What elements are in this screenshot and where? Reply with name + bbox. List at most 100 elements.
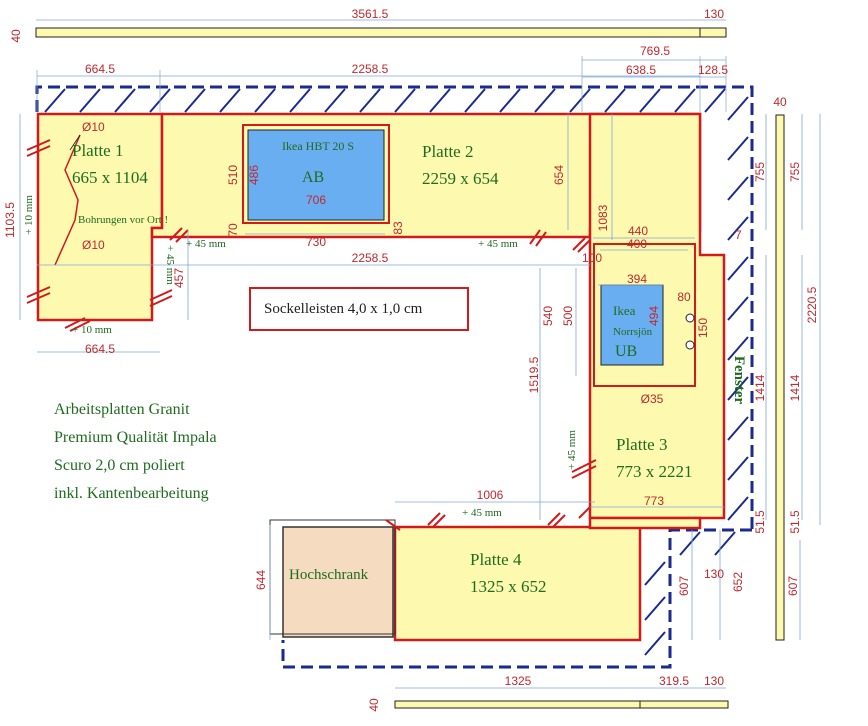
sink-cabinet	[593, 243, 696, 387]
tall-cabinet	[282, 526, 394, 638]
plate-4-size: 1325 x 652	[470, 577, 547, 596]
sink-name-1: Ikea	[613, 303, 636, 318]
dim-652: 652	[731, 572, 745, 592]
window-label: Fenster	[731, 356, 747, 405]
dim-83: 83	[391, 221, 405, 235]
description-line-1: Arbeitsplatten Granit	[54, 401, 190, 418]
dim-540: 540	[541, 306, 555, 326]
tall-cabinet-label: Hochschrank	[289, 567, 369, 583]
dim-80: 80	[677, 290, 691, 304]
top-strip	[35, 27, 701, 38]
description-line-3: Scuro 2,0 cm poliert	[54, 457, 185, 474]
plate-2-name: Platte 2	[422, 142, 473, 161]
dim-130-bottom: 130	[704, 674, 724, 688]
dim-500: 500	[561, 306, 575, 326]
sockel-label: Sockelleisten 4,0 x 1,0 cm	[264, 301, 423, 317]
seam-marks	[26, 139, 597, 531]
dim-1414-b: 1414	[788, 374, 802, 401]
dim-d10-b: Ø10	[82, 238, 105, 252]
hob-cutout	[242, 124, 390, 224]
edge-note-2: + 45 mm	[478, 238, 518, 250]
plate-3-lower	[588, 516, 702, 530]
plate-3-size: 773 x 2221	[616, 462, 693, 481]
right-strip	[775, 114, 785, 641]
sockel-box	[249, 287, 469, 331]
dim-1414-a: 1414	[753, 374, 767, 401]
sink	[600, 284, 664, 366]
dim-755-b: 755	[788, 162, 802, 182]
dim-400: 400	[627, 237, 647, 251]
hob-name: Ikea HBT 20 S	[282, 139, 354, 153]
dim-755-a: 755	[753, 162, 767, 182]
dim-664-bot: 664.5	[85, 342, 115, 356]
dim-150: 150	[696, 318, 710, 338]
dim-2258-mid: 2258.5	[352, 251, 389, 265]
dim-706: 706	[306, 193, 326, 207]
dim-394: 394	[627, 272, 647, 286]
dim-644: 644	[254, 570, 268, 590]
plate-3-name: Platte 3	[616, 435, 667, 454]
dim-486: 486	[247, 165, 261, 185]
hob	[247, 129, 385, 221]
plate-1-size: 665 x 1104	[72, 168, 148, 187]
dim-top-130: 130	[704, 7, 724, 21]
dim-bottom-40: 40	[367, 698, 381, 712]
tap-hole-2	[685, 340, 695, 350]
drill-note: Bohrungen vor Ort !	[78, 214, 168, 226]
dim-664-top: 664.5	[85, 62, 115, 76]
dim-40-right: 40	[773, 95, 787, 109]
dim-2220: 2220.5	[805, 286, 819, 323]
edge-note-4: + 45 mm	[566, 430, 578, 470]
edge-note-7: + 10 mm	[72, 324, 112, 336]
sink-name-2: Norrsjön	[613, 326, 653, 338]
plate-2-size: 2259 x 654	[422, 169, 499, 188]
edge-note-3: + 45 mm	[164, 245, 176, 285]
dim-100: 100	[582, 251, 602, 265]
dim-d10-a: Ø10	[82, 120, 105, 134]
dim-440: 440	[628, 224, 648, 238]
tap-hole	[685, 313, 695, 323]
dim-top-total: 3561.5	[352, 7, 389, 21]
dim-130-mid: 130	[704, 567, 724, 581]
dim-654: 654	[552, 165, 566, 185]
dim-1083: 1083	[596, 204, 610, 231]
plate-4-name: Platte 4	[470, 550, 522, 569]
dim-457: 457	[172, 268, 186, 288]
top-strip-end	[699, 27, 727, 38]
dim-2258-top: 2258.5	[352, 62, 389, 76]
dim-494: 494	[647, 306, 661, 326]
bottom-strip-end	[639, 700, 729, 709]
plate-1-name: Platte 1	[72, 141, 123, 160]
dim-d35: Ø35	[641, 392, 664, 406]
edge-note-1: + 45 mm	[186, 238, 226, 250]
dim-1519: 1519.5	[527, 356, 541, 393]
bottom-strip	[394, 700, 641, 709]
dimension-lines	[19, 56, 821, 689]
dim-319: 319.5	[659, 674, 689, 688]
drill-marks	[54, 134, 81, 266]
description-line-2: Premium Qualität Impala	[54, 429, 217, 446]
dim-51-a: 51.5	[753, 510, 767, 534]
dim-128: 128.5	[698, 63, 728, 77]
dim-70: 70	[226, 223, 240, 237]
dim-51-b: 51.5	[788, 510, 802, 534]
dim-510: 510	[226, 165, 240, 185]
edge-note-6: + 10 mm	[23, 195, 35, 235]
dim-730: 730	[306, 235, 326, 249]
dim-769: 769.5	[640, 44, 670, 58]
dim-773: 773	[644, 494, 664, 508]
dim-top-40: 40	[9, 29, 23, 43]
dim-1103: 1103.5	[3, 202, 17, 238]
dim-7: 7	[735, 228, 742, 242]
sink-code: UB	[615, 343, 637, 360]
dim-607-b: 607	[786, 576, 800, 596]
dim-607-a: 607	[677, 576, 691, 596]
edge-note-5: + 45 mm	[462, 507, 502, 519]
wall-outline-lower	[281, 528, 752, 669]
dim-1006: 1006	[477, 488, 504, 502]
dim-1325: 1325	[505, 674, 532, 688]
wall-outline-upper	[35, 85, 754, 530]
wall-hatch	[44, 88, 749, 656]
dim-638: 638.5	[626, 63, 656, 77]
hob-code: AB	[302, 169, 324, 186]
